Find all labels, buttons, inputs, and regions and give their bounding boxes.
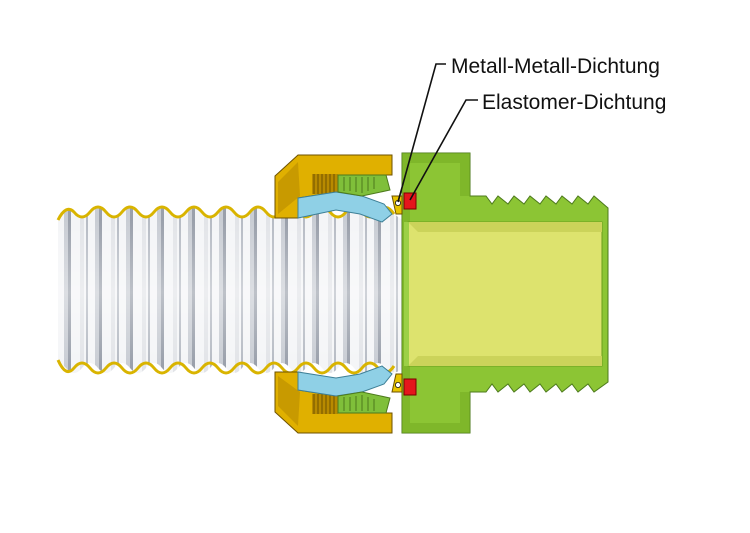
union-nut-top	[274, 154, 393, 219]
nut-top-bevel	[278, 162, 300, 214]
ferrule-bottom	[297, 365, 393, 414]
corrugated-hose	[56, 205, 405, 375]
nut-bottom-thread-teeth	[313, 394, 335, 414]
fitting-shading	[402, 153, 470, 433]
nut-top-thread-teeth	[313, 174, 335, 194]
collar-bottom-teeth	[343, 395, 375, 411]
collar-bottom	[337, 391, 391, 414]
elastomer-seal-top	[403, 192, 417, 210]
leader-line-metal-seal	[397, 63, 446, 203]
leader-line-elastomer-seal	[409, 99, 478, 201]
elastomer-seal-bottom	[403, 378, 417, 396]
hose-shading	[58, 220, 405, 365]
ferrule-bottom-body	[297, 365, 393, 397]
fitting-body	[401, 152, 609, 434]
union-nut-bottom	[274, 371, 393, 434]
bore-edge	[404, 222, 409, 366]
metal-metal-seal-top	[391, 195, 403, 215]
metal-seal-bottom-point	[394, 381, 401, 388]
nut-bottom-bevel	[278, 376, 300, 426]
collar-top-teeth	[343, 177, 375, 193]
hose-top-edge	[56, 205, 396, 221]
collar-top	[337, 174, 391, 197]
label-metal-metal-seal: Metall-Metall-Dichtung	[451, 55, 660, 78]
label-elastomer-seal: Elastomer-Dichtung	[482, 91, 666, 114]
ferrule-top	[297, 174, 393, 223]
hose-bottom-edge	[56, 359, 396, 375]
fitting-bore	[407, 221, 603, 367]
metal-metal-seal-bottom	[391, 373, 403, 393]
